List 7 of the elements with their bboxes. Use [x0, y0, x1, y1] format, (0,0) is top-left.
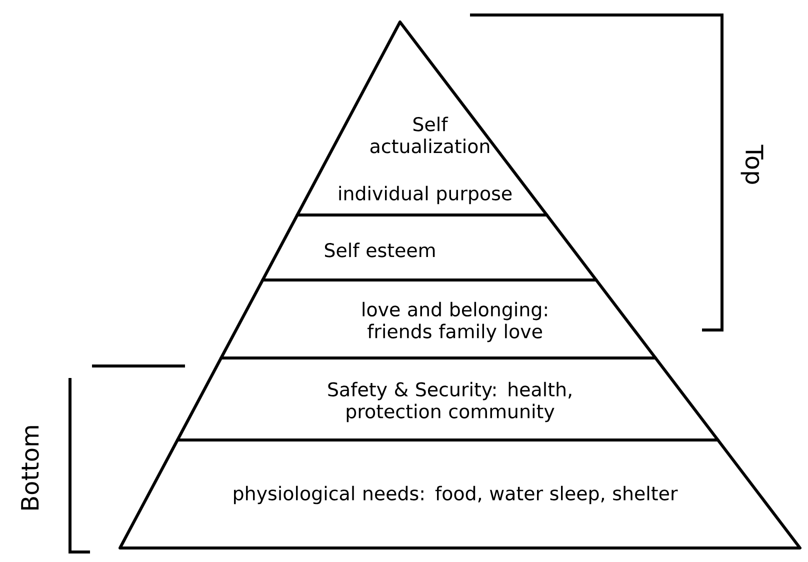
pyramid-level: Self actualization individual purpose: [296, 20, 548, 216]
pyramid-level: physiological needs: food, water sleep, shelter: [118, 438, 802, 550]
pyramid-level: love and belonging: friends family love: [220, 278, 657, 360]
pyramid-level: Self esteem: [261, 214, 598, 282]
side-label: Bottom: [21, 426, 39, 510]
side-label: Top: [740, 144, 764, 184]
pyramid-level: Safety & Security: health, protection community: [176, 356, 720, 442]
